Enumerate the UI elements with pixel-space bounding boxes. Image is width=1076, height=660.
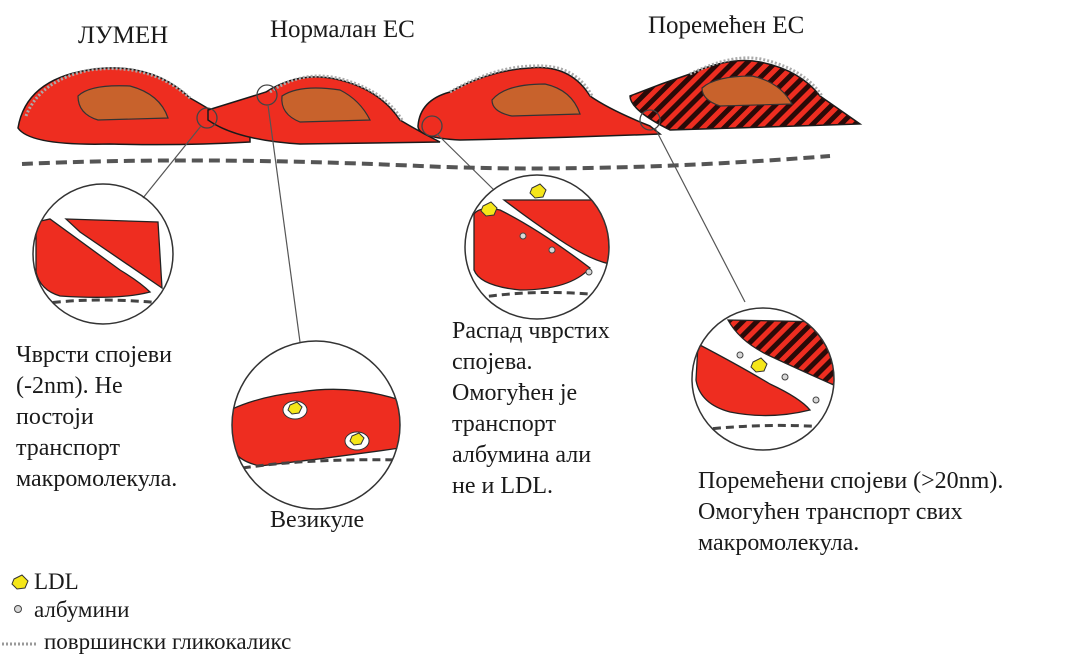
albumin-particle-icon bbox=[548, 246, 556, 254]
albumin-particle-icon bbox=[812, 396, 820, 404]
albumin-particle-icon bbox=[14, 605, 22, 613]
ldl-particle-icon bbox=[529, 183, 547, 199]
ldl-particle-icon bbox=[11, 574, 29, 590]
zoom-tight-junction bbox=[32, 183, 174, 325]
nucleus bbox=[491, 83, 581, 117]
legend-label-glycocalyx: површински гликокаликс bbox=[44, 629, 292, 654]
endothelial-cell-3 bbox=[417, 64, 663, 141]
caption-tight-junctions: Чврсти спојеви (-2nm). Не постоји трансп… bbox=[16, 342, 178, 492]
header-disturbed-ec: Поремећен ЕС bbox=[648, 12, 805, 39]
endothelial-cell-2 bbox=[207, 74, 441, 145]
endothelial-cell-4-disturbed bbox=[629, 56, 863, 131]
legend-item-albumin: албумини bbox=[34, 597, 130, 622]
ldl-particle-icon bbox=[480, 201, 498, 217]
nucleus bbox=[701, 75, 793, 107]
caption-vesicles: Везикуле bbox=[270, 507, 365, 533]
ldl-particles bbox=[287, 183, 768, 446]
zoom-junction-breakdown bbox=[464, 174, 610, 320]
legend-item-glycocalyx: површински гликокаликс bbox=[44, 629, 292, 654]
legend-label-ldl: LDL bbox=[34, 569, 79, 594]
junction-markers bbox=[196, 84, 661, 137]
albumin-particles bbox=[519, 232, 820, 404]
ldl-particle-icon bbox=[287, 401, 303, 415]
caption-disturbed-junctions: Поремећени спојеви (>20nm). Омогућен тра… bbox=[698, 468, 1004, 556]
nucleus bbox=[77, 85, 169, 121]
header-lumen: ЛУМЕН bbox=[78, 22, 169, 49]
legend-item-ldl: LDL bbox=[34, 569, 79, 594]
albumin-particle-icon bbox=[736, 351, 744, 359]
zoom-vesicles bbox=[231, 340, 401, 510]
legend-label-albumin: албумини bbox=[34, 597, 130, 622]
albumin-particle-icon bbox=[781, 373, 789, 381]
caption-junction-breakdown: Распад чврстих спојева. Омогућен је тран… bbox=[452, 318, 610, 499]
albumin-particle-icon bbox=[519, 232, 527, 240]
nucleus bbox=[281, 87, 371, 123]
endothelial-cell-1 bbox=[17, 67, 251, 146]
zoom-disturbed-junction bbox=[691, 307, 835, 451]
ldl-particle-icon bbox=[349, 432, 365, 446]
ldl-particle-icon bbox=[750, 357, 768, 373]
basement-membrane-line bbox=[21, 154, 831, 171]
albumin-particle-icon bbox=[585, 268, 593, 276]
header-normal-ec: Нормалан ЕС bbox=[270, 16, 415, 43]
connector-lines bbox=[142, 104, 746, 343]
